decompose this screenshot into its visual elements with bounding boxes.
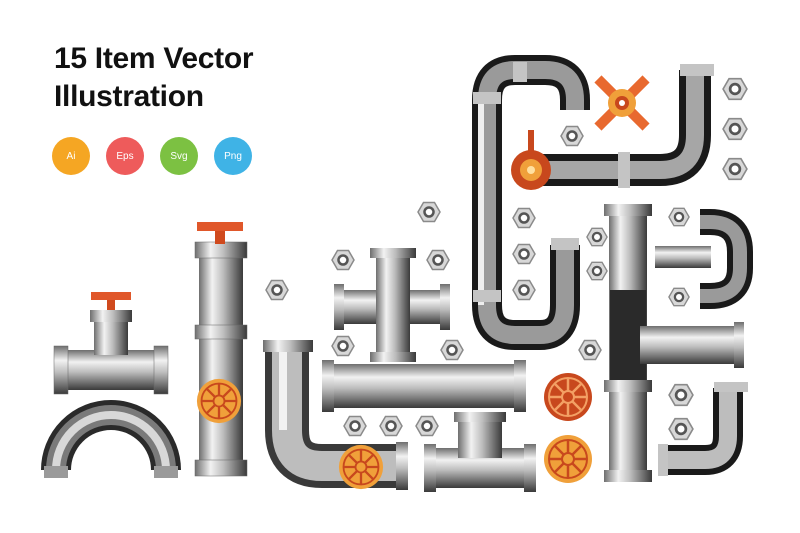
hex-nut-icon bbox=[578, 339, 602, 361]
format-badge-png: Png bbox=[214, 137, 252, 175]
format-badge-label: Svg bbox=[170, 150, 188, 162]
hex-nut-icon bbox=[512, 243, 536, 265]
pipe-tee-icon bbox=[424, 412, 536, 492]
hex-nut-icon bbox=[426, 249, 450, 271]
hex-nut-icon bbox=[331, 249, 355, 271]
hex-nut-icon bbox=[560, 125, 584, 147]
hex-nut-icon bbox=[668, 207, 690, 227]
straight-pipe-icon bbox=[322, 360, 526, 412]
hex-nut-icon bbox=[417, 201, 441, 223]
hex-nut-icon bbox=[668, 383, 694, 407]
hex-nut-icon bbox=[331, 335, 355, 357]
hex-nut-icon bbox=[343, 415, 367, 437]
hex-nut-icon bbox=[586, 261, 608, 281]
hex-nut-icon bbox=[440, 339, 464, 361]
format-badge-svg: Svg bbox=[160, 137, 198, 175]
hex-nut-icon bbox=[512, 279, 536, 301]
valve-wheel-icon bbox=[543, 372, 593, 422]
title-line-2: Illustration bbox=[54, 80, 204, 113]
title-line-1: 15 Item Vector bbox=[54, 42, 254, 75]
valve-wheel-icon bbox=[543, 434, 593, 484]
hex-nut-icon bbox=[722, 157, 748, 181]
hex-nut-icon bbox=[668, 417, 694, 441]
format-badge-eps: Eps bbox=[106, 137, 144, 175]
hex-nut-icon bbox=[722, 77, 748, 101]
pipe-u-bend-icon bbox=[472, 55, 590, 350]
format-badge-ai: Ai bbox=[52, 137, 90, 175]
hex-nut-icon bbox=[586, 227, 608, 247]
hex-nut-icon bbox=[512, 207, 536, 229]
pipe-cross-icon bbox=[334, 248, 450, 362]
vertical-pipe-valve-icon bbox=[194, 222, 248, 477]
hex-nut-icon bbox=[722, 117, 748, 141]
hex-nut-icon bbox=[379, 415, 403, 437]
pipe-tee-valve-icon bbox=[53, 292, 169, 395]
format-badge-label: Ai bbox=[66, 150, 76, 162]
valve-handle-icon bbox=[594, 75, 650, 131]
format-badge-label: Png bbox=[224, 150, 242, 162]
pipe-elbow-icon bbox=[263, 340, 408, 490]
hex-nut-icon bbox=[265, 279, 289, 301]
format-badge-label: Eps bbox=[116, 150, 134, 162]
pipe-arch-icon bbox=[41, 400, 181, 478]
hex-nut-icon bbox=[668, 287, 690, 307]
hex-nut-icon bbox=[415, 415, 439, 437]
format-badges: Ai Eps Svg Png bbox=[52, 137, 252, 175]
pipe-elbow-icon bbox=[658, 382, 748, 476]
ball-valve-icon bbox=[511, 64, 714, 190]
page-title: 15 Item Vector Illustration bbox=[54, 40, 254, 116]
pipe-u-bend-icon bbox=[655, 209, 753, 309]
pipe-tee-icon bbox=[604, 204, 744, 482]
